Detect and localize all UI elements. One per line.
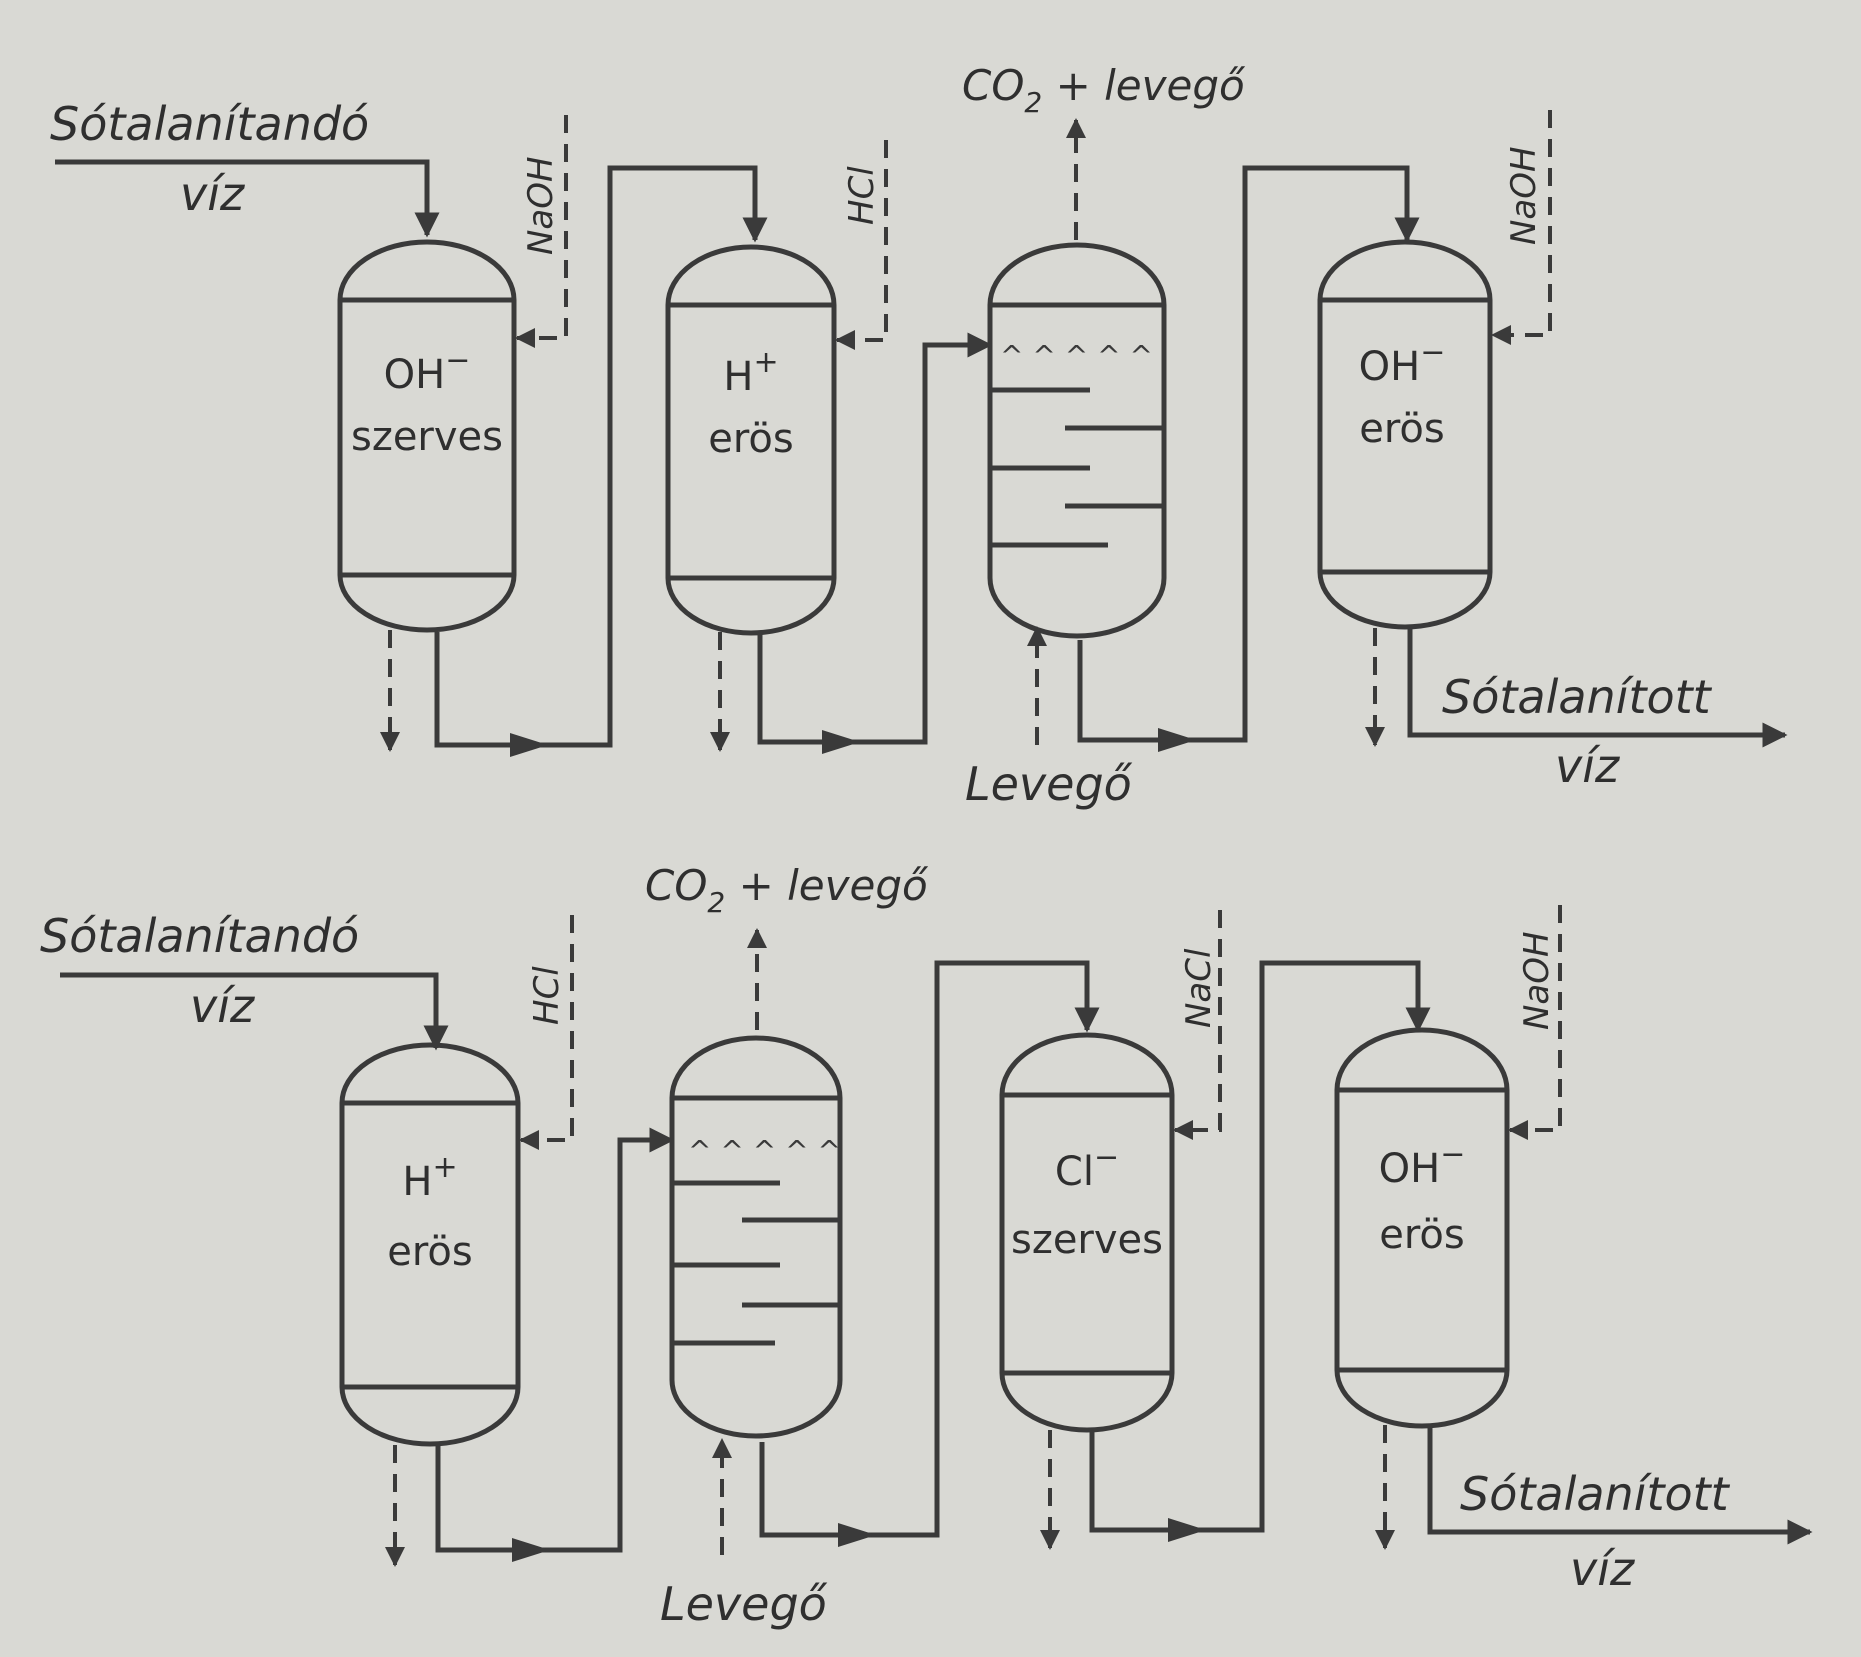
bottom-outlet-label: Sótalanított: [1460, 1467, 1731, 1521]
top-degasser: ^ ^ ^ ^ ^: [987, 242, 1167, 639]
top-vessel-4-type: erös: [1359, 406, 1445, 452]
top-vent-label: CO2 + levegő: [962, 61, 1246, 119]
top-vessel-1-type: szerves: [351, 414, 503, 460]
bottom-air-label: Levegő: [660, 1577, 828, 1631]
bottom-degasser-spray: ^ ^ ^ ^ ^: [688, 1134, 841, 1167]
bottom-vessel-1-charge: +: [432, 1150, 457, 1185]
top-regen-1: NaOH: [521, 156, 561, 255]
bottom-link-3-4: [1089, 960, 1431, 1533]
bottom-scheme: Sótalanítandó víz H+ erös HCl ^ ^ ^ ^ ^: [40, 861, 1813, 1631]
bottom-regen-2: NaCl: [1179, 948, 1219, 1028]
top-vessel-4-charge: −: [1420, 335, 1445, 370]
top-vessel-2-type: erös: [708, 416, 794, 462]
top-regen-2: HCl: [842, 166, 882, 225]
svg-text:OH−: OH−: [384, 343, 471, 398]
bottom-vessel-3-ion: Cl: [1055, 1149, 1094, 1195]
bottom-outlet-label-2: víz: [1570, 1542, 1635, 1596]
top-regen-2-line: [835, 140, 888, 350]
bottom-vessel-4-ion: OH: [1379, 1146, 1441, 1192]
top-air-label: Levegő: [965, 757, 1133, 811]
bottom-inlet-line: [60, 972, 449, 1051]
top-vessel-1-charge: −: [445, 343, 470, 378]
top-outlet-line: [1407, 628, 1788, 748]
top-outlet-label-2: víz: [1555, 739, 1620, 793]
top-link-3-4: [1077, 165, 1420, 743]
bottom-vessel-1-ion: H: [402, 1159, 432, 1205]
svg-text:H+: H+: [402, 1150, 457, 1205]
top-scheme: Sótalanítandó víz OH− szerves NaOH H+ er…: [50, 61, 1788, 811]
top-vessel-2: H+ erös: [665, 244, 837, 636]
bottom-regen-2-line: [1173, 910, 1222, 1140]
svg-text:OH−: OH−: [1359, 335, 1446, 390]
bottom-vessel-4-type: erös: [1379, 1212, 1465, 1258]
bottom-vessel-4-charge: −: [1440, 1137, 1465, 1172]
top-regen-3: NaOH: [1504, 146, 1544, 245]
top-vessel-2-ion: H: [723, 354, 753, 400]
top-link-2-3: [757, 332, 993, 745]
bottom-degasser: ^ ^ ^ ^ ^: [669, 1035, 843, 1439]
top-vessel-1: OH− szerves: [337, 239, 517, 633]
top-inlet-label: Sótalanítandó: [50, 97, 369, 151]
top-regen-3-line: [1491, 110, 1552, 345]
top-vessel-1-ion: OH: [384, 352, 446, 398]
bottom-vessel-4: OH− erös: [1334, 1027, 1510, 1429]
top-regen-1-line: [515, 115, 568, 348]
bottom-regen-3: NaOH: [1517, 931, 1557, 1030]
top-inlet-line: [55, 159, 440, 238]
bottom-outlet-line: [1427, 1425, 1813, 1545]
top-vessel-4: OH− erös: [1317, 239, 1493, 630]
bottom-vent-label: CO2 + levegő: [645, 861, 929, 919]
bottom-vessel-1: H+ erös: [339, 1042, 521, 1447]
svg-text:OH−: OH−: [1379, 1137, 1466, 1192]
bottom-regen-1-line: [519, 915, 574, 1150]
top-inlet-label-2: víz: [180, 167, 245, 221]
top-vessel-2-charge: +: [753, 345, 778, 380]
bottom-vessel-3-type: szerves: [1011, 1217, 1163, 1263]
bottom-link-1-2: [435, 1127, 675, 1553]
top-vessel-4-ion: OH: [1359, 344, 1421, 390]
svg-text:Cl−: Cl−: [1055, 1140, 1119, 1195]
bottom-regen-1: HCl: [527, 966, 567, 1025]
bottom-inlet-label-2: víz: [190, 979, 255, 1033]
top-link-1-2: [434, 165, 768, 748]
bottom-inlet-label: Sótalanítandó: [40, 909, 359, 963]
bottom-link-2-3: [759, 960, 1100, 1538]
top-outlet-label: Sótalanított: [1442, 670, 1713, 724]
top-degasser-spray: ^ ^ ^ ^ ^: [1000, 339, 1153, 372]
bottom-regen-3-line: [1508, 905, 1562, 1140]
svg-text:H+: H+: [723, 345, 778, 400]
bottom-vessel-3: Cl− szerves: [999, 1032, 1175, 1433]
bottom-vessel-1-type: erös: [387, 1229, 473, 1275]
bottom-vessel-3-charge: −: [1094, 1140, 1119, 1175]
